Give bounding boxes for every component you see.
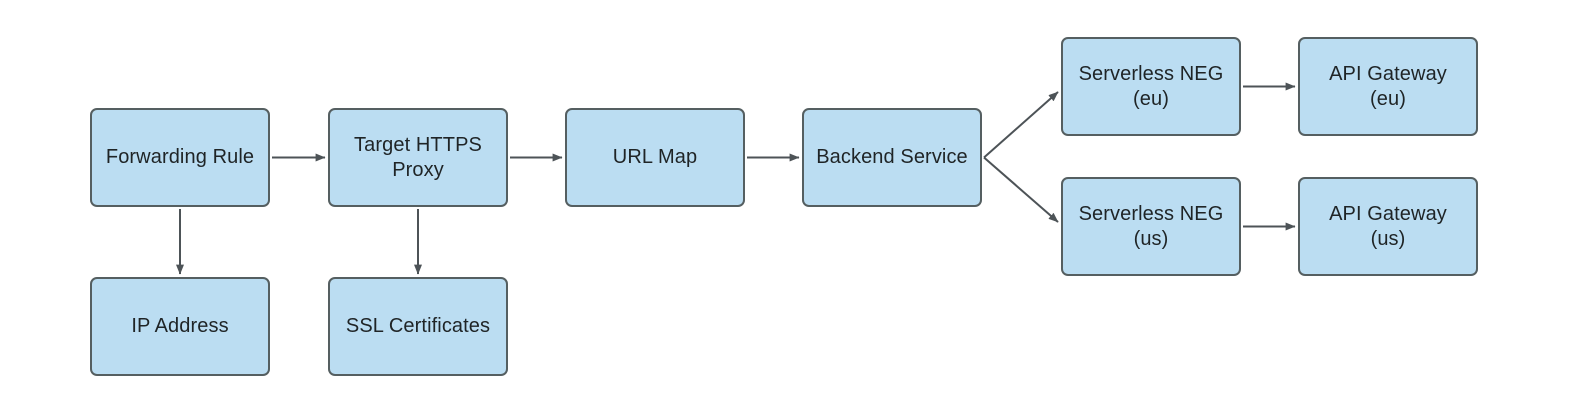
node-backend-service-label: Backend Service bbox=[816, 146, 968, 168]
node-api-gateway-us-label: API Gateway (us) bbox=[1329, 202, 1447, 250]
node-serverless-neg-us-label: Serverless NEG (us) bbox=[1078, 202, 1224, 250]
node-ssl-certificates[interactable]: SSL Certificates bbox=[328, 277, 508, 376]
node-target-https-proxy[interactable]: Target HTTPS Proxy bbox=[328, 108, 508, 207]
node-serverless-neg-us[interactable]: Serverless NEG (us) bbox=[1061, 177, 1241, 276]
node-url-map[interactable]: URL Map bbox=[565, 108, 745, 207]
node-backend-service[interactable]: Backend Service bbox=[802, 108, 982, 207]
node-target-https-proxy-label: Target HTTPS Proxy bbox=[354, 133, 482, 181]
node-ip-address[interactable]: IP Address bbox=[90, 277, 270, 376]
node-serverless-neg-eu[interactable]: Serverless NEG (eu) bbox=[1061, 37, 1241, 136]
edge-backend-service-to-serverless-neg-eu bbox=[983, 91, 1059, 159]
node-api-gateway-eu[interactable]: API Gateway (eu) bbox=[1298, 37, 1478, 136]
edge-backend-service-to-serverless-neg-us bbox=[983, 156, 1059, 223]
node-ip-address-label: IP Address bbox=[131, 315, 229, 337]
node-forwarding-rule[interactable]: Forwarding Rule bbox=[90, 108, 270, 207]
node-url-map-label: URL Map bbox=[612, 146, 698, 168]
node-forwarding-rule-label: Forwarding Rule bbox=[105, 146, 255, 168]
node-ssl-certificates-label: SSL Certificates bbox=[345, 315, 491, 337]
node-serverless-neg-eu-label: Serverless NEG (eu) bbox=[1078, 62, 1224, 110]
node-api-gateway-eu-label: API Gateway (eu) bbox=[1329, 62, 1447, 110]
node-api-gateway-us[interactable]: API Gateway (us) bbox=[1298, 177, 1478, 276]
